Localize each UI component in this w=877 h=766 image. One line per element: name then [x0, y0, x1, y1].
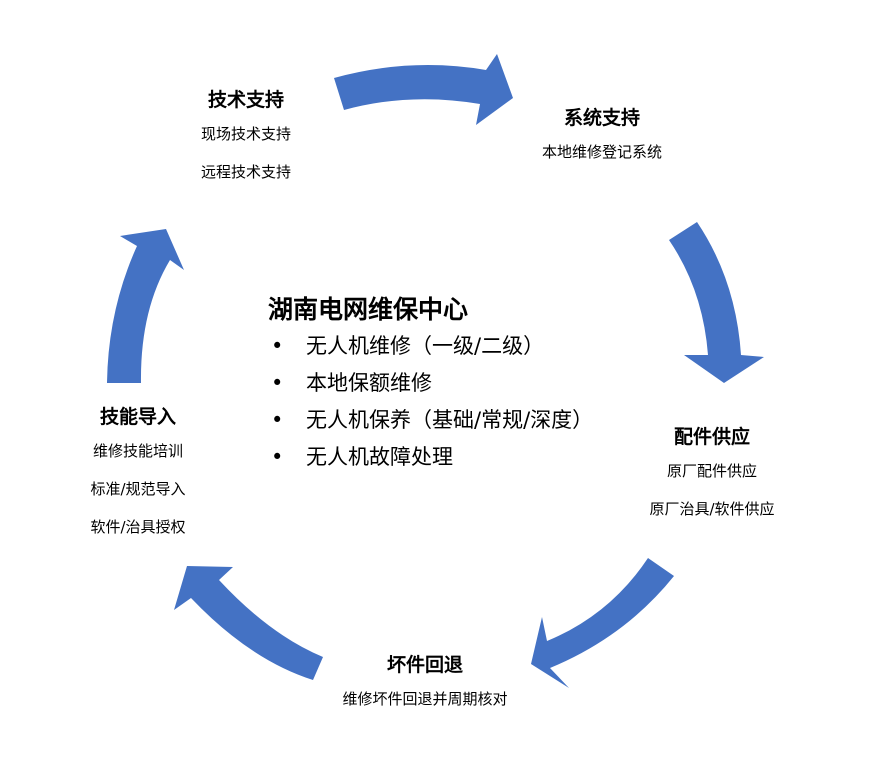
node-title: 坏件回退: [386, 654, 463, 676]
bullet-icon: •: [271, 371, 284, 395]
node-line: 软件/治具授权: [90, 518, 186, 536]
service-item-label: 无人机维修（一级/二级）: [306, 334, 545, 358]
node-faulty-return: 坏件回退 维修坏件回退并周期核对: [320, 653, 530, 727]
node-line: 维修坏件回退并周期核对: [342, 690, 508, 708]
bullet-icon: •: [271, 334, 284, 358]
center-panel: 湖南电网维保中心 • 无人机维修（一级/二级） • 本地保额维修 • 无人机保养…: [268, 295, 593, 481]
node-title: 系统支持: [563, 107, 640, 129]
node-line: 远程技术支持: [200, 163, 291, 181]
bullet-icon: •: [271, 408, 284, 432]
service-list: • 无人机维修（一级/二级） • 本地保额维修 • 无人机保养（基础/常规/深度…: [268, 333, 593, 470]
service-list-item: • 本地保额维修: [268, 370, 593, 396]
curved-arrow-down-left-icon: [531, 558, 674, 688]
service-item-label: 无人机保养（基础/常规/深度）: [306, 408, 594, 432]
service-list-item: • 无人机保养（基础/常规/深度）: [268, 407, 593, 433]
node-line: 标准/规范导入: [90, 480, 186, 498]
node-skill-import: 技能导入 维修技能培训 标准/规范导入 软件/治具授权: [68, 405, 208, 555]
node-tech-support: 技术支持 现场技术支持 远程技术支持: [178, 88, 314, 200]
node-line: 现场技术支持: [200, 125, 291, 143]
node-line: 本地维修登记系统: [541, 143, 662, 161]
center-title: 湖南电网维保中心: [268, 295, 469, 324]
curved-arrow-up-icon: [107, 229, 184, 383]
node-line: 维修技能培训: [92, 442, 183, 460]
service-list-item: • 无人机维修（一级/二级）: [268, 333, 593, 359]
node-title: 技术支持: [207, 89, 284, 111]
service-item-label: 本地保额维修: [306, 371, 432, 395]
curved-arrow-up-left-icon: [174, 566, 323, 680]
node-parts-supply: 配件供应 原厂配件供应 原厂治具/软件供应: [622, 425, 802, 537]
curved-arrow-right-icon: [334, 54, 513, 125]
node-line: 原厂治具/软件供应: [649, 500, 775, 518]
node-line: 原厂配件供应: [666, 462, 757, 480]
node-system-support: 系统支持 本地维修登记系统: [512, 106, 692, 180]
node-title: 技能导入: [99, 406, 176, 428]
service-list-item: • 无人机故障处理: [268, 444, 593, 470]
node-title: 配件供应: [673, 426, 750, 448]
bullet-icon: •: [271, 445, 284, 469]
service-item-label: 无人机故障处理: [306, 445, 453, 469]
curved-arrow-down-icon: [669, 222, 764, 383]
